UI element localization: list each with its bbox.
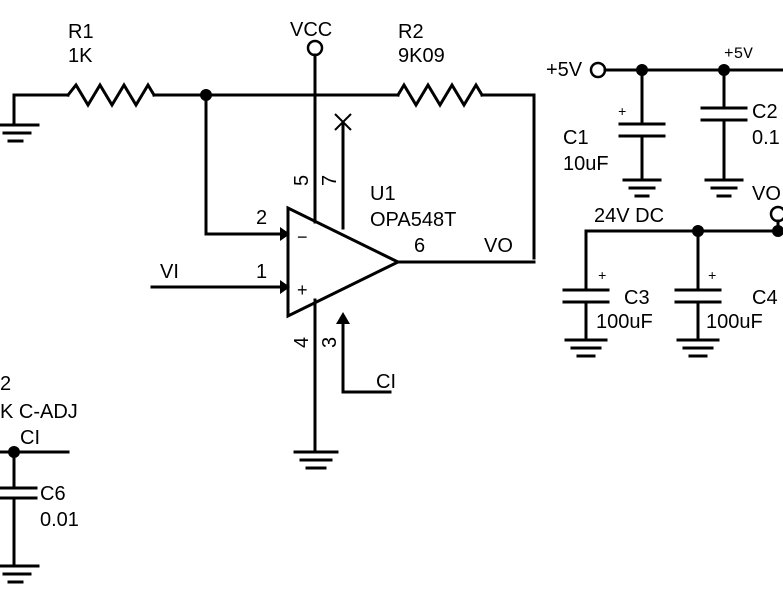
dc24-label: 24V DC bbox=[594, 205, 664, 227]
c6-value: 0.01 bbox=[40, 509, 79, 531]
r1-value: 1K bbox=[68, 45, 93, 67]
pin1-label: 1 bbox=[256, 261, 267, 283]
pin2-label: 2 bbox=[256, 207, 267, 229]
c1-ref: C1 bbox=[563, 127, 589, 149]
opamp-minus: − bbox=[297, 227, 308, 247]
c3-ref: C3 bbox=[624, 287, 650, 309]
opamp-u1 bbox=[286, 205, 402, 319]
ground-c2 bbox=[704, 178, 744, 198]
ground-c4 bbox=[676, 338, 720, 358]
c4-plus: + bbox=[708, 269, 716, 285]
pin6-label: 6 bbox=[414, 235, 425, 257]
r2-value: 9K09 bbox=[398, 45, 445, 67]
pin4-label: 4 bbox=[291, 337, 313, 348]
vo-right-terminal bbox=[769, 205, 783, 223]
wire-inverting-input bbox=[204, 93, 282, 236]
u1-ref: U1 bbox=[370, 183, 396, 205]
wire-pin3-ci bbox=[341, 320, 392, 394]
c4-ref: C4 bbox=[752, 287, 778, 309]
plus5v-terminal bbox=[589, 61, 607, 79]
u1-part: OPA548T bbox=[370, 209, 456, 231]
arrow-pin3 bbox=[336, 312, 350, 324]
junction-right bbox=[772, 225, 783, 237]
c3-value: 100uF bbox=[596, 311, 653, 333]
ci-c6-label: CI bbox=[20, 427, 40, 449]
vo-right-label: VO bbox=[752, 183, 781, 205]
c6-ref: C6 bbox=[40, 483, 66, 505]
c4-value: 100uF bbox=[706, 311, 763, 333]
ci-pin-label: CI bbox=[376, 371, 396, 393]
arrow-pin2 bbox=[280, 227, 290, 241]
plus5v-left: +5V bbox=[546, 59, 583, 81]
ground-c1 bbox=[622, 178, 662, 198]
resistor-r2 bbox=[395, 82, 485, 108]
r2-ref: R2 bbox=[398, 21, 424, 43]
ground-c6 bbox=[0, 564, 40, 584]
no-connect-x2 bbox=[334, 113, 352, 131]
pin7-label: 7 bbox=[319, 175, 341, 186]
cadj-label: K C-ADJ bbox=[0, 401, 78, 423]
ground-r1 bbox=[0, 93, 40, 143]
plus5v-net: +5V bbox=[724, 45, 753, 63]
c1-plus: + bbox=[618, 105, 626, 121]
arrow-pin1 bbox=[280, 280, 290, 294]
ground-c3 bbox=[564, 338, 608, 358]
resistor-r1 bbox=[65, 82, 157, 108]
ground-u1 bbox=[293, 450, 339, 470]
c2-value: 0.1 bbox=[752, 127, 780, 149]
c1-value: 10uF bbox=[563, 153, 609, 175]
c2-ref: C2 bbox=[752, 101, 778, 123]
r-cut-label: 2 bbox=[0, 373, 11, 395]
r1-ref: R1 bbox=[68, 21, 94, 43]
vcc-terminal bbox=[306, 39, 324, 57]
vcc-label: VCC bbox=[290, 19, 332, 41]
pin5-label: 5 bbox=[291, 175, 313, 186]
vo-label: VO bbox=[484, 235, 513, 257]
c3-plus: + bbox=[598, 269, 606, 285]
opamp-plus: + bbox=[297, 280, 308, 300]
pin3-label: 3 bbox=[319, 337, 341, 348]
vi-label: VI bbox=[160, 261, 179, 283]
